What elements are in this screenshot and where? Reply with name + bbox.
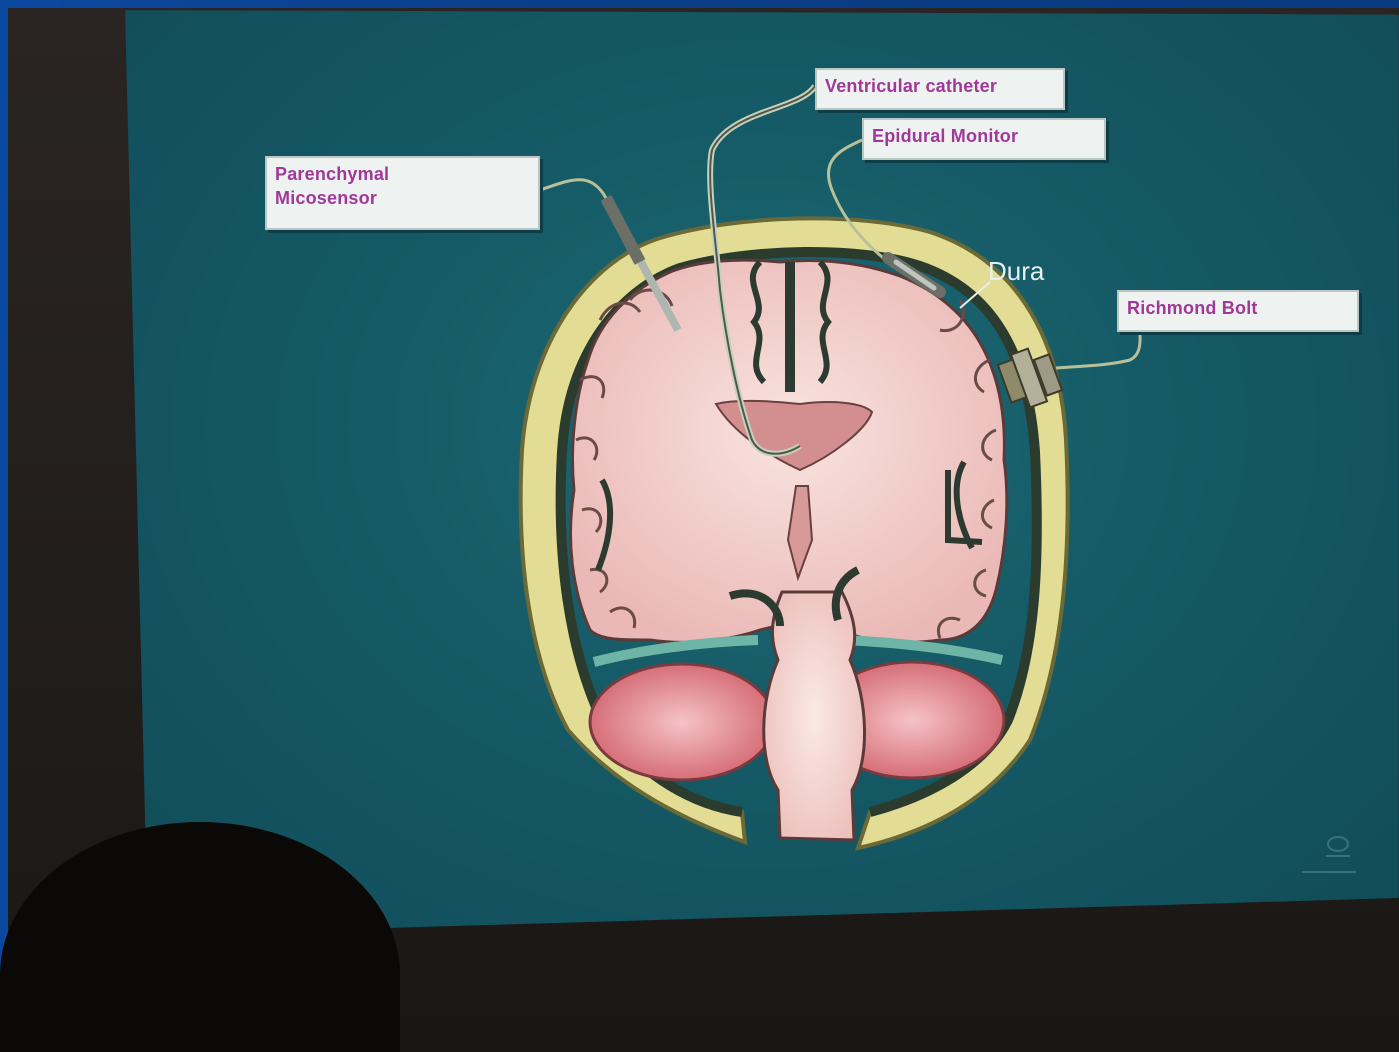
brainstem [764, 592, 865, 840]
cerebellum-left [590, 664, 774, 780]
slide-logo-mark [1298, 826, 1358, 876]
label-richmond-bolt: Richmond Bolt [1117, 290, 1359, 332]
label-parenchymal-micosensor: Parenchymal Micosensor [265, 156, 540, 230]
label-ventricular-catheter: Ventricular catheter [815, 68, 1065, 110]
label-epidural-monitor: Epidural Monitor [862, 118, 1106, 160]
label-dura: Dura [988, 256, 1044, 287]
